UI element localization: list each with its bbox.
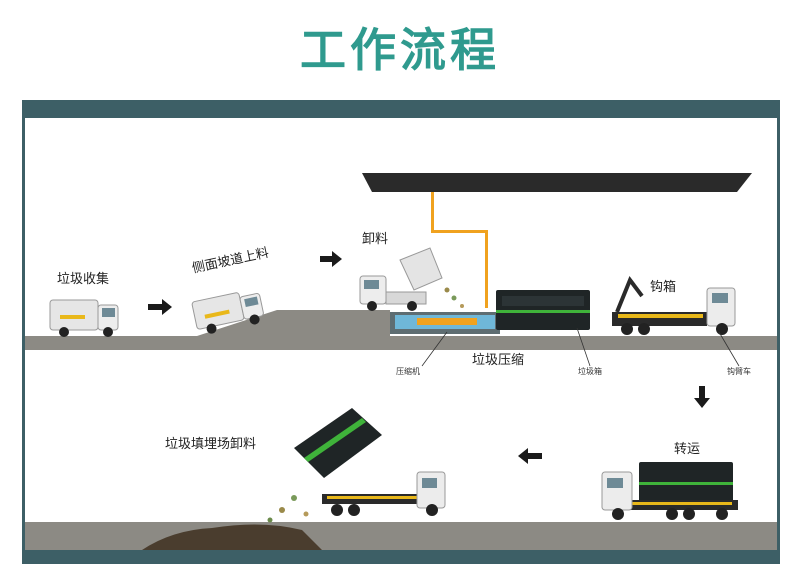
arrow-down-icon [694, 386, 710, 408]
label-collect: 垃圾收集 [57, 272, 110, 287]
collection-truck [49, 299, 119, 337]
waste-particle [279, 507, 285, 513]
label-unload: 卸料 [362, 232, 389, 247]
workflow-diagram [22, 100, 780, 564]
label-bin: 垃圾箱 [578, 367, 602, 376]
leader-line [421, 331, 448, 367]
label-transport: 转运 [674, 442, 701, 457]
unloading-truck [359, 247, 464, 311]
canopy-pipe [431, 192, 434, 232]
frame-bottom-bar [22, 550, 780, 564]
canopy-pipe-h [431, 230, 488, 233]
arrow-left-icon [518, 448, 542, 464]
page-title: 工作流程 [300, 23, 500, 77]
frame-top-bar [22, 100, 780, 118]
arrow-right-icon [148, 299, 172, 315]
label-hook: 钩箱 [650, 280, 677, 295]
waste-particle [291, 495, 297, 501]
upper-ground [25, 310, 777, 350]
leader-line [576, 327, 591, 367]
label-landfill: 垃圾填埋场卸料 [165, 437, 257, 452]
roof-canopy [362, 173, 752, 192]
ramp-truck [191, 292, 264, 334]
leader-line [718, 331, 740, 367]
compactor-bin [496, 290, 590, 330]
label-compactor: 压缩机 [396, 367, 420, 376]
label-hook-truck: 钩臂车 [727, 367, 751, 376]
transport-truck [601, 462, 738, 520]
waste-particle [303, 511, 309, 517]
compactor-ram [417, 318, 477, 325]
lower-ground [25, 522, 777, 550]
landfill-heap [142, 524, 322, 550]
frame-left-border [22, 100, 25, 564]
dumping-truck [294, 408, 446, 516]
frame-right-border [777, 100, 780, 564]
label-compress: 垃圾压缩 [472, 353, 525, 368]
waste-particle [267, 517, 273, 523]
canopy-pipe-v [485, 230, 488, 308]
arrow-right-icon [320, 251, 342, 267]
